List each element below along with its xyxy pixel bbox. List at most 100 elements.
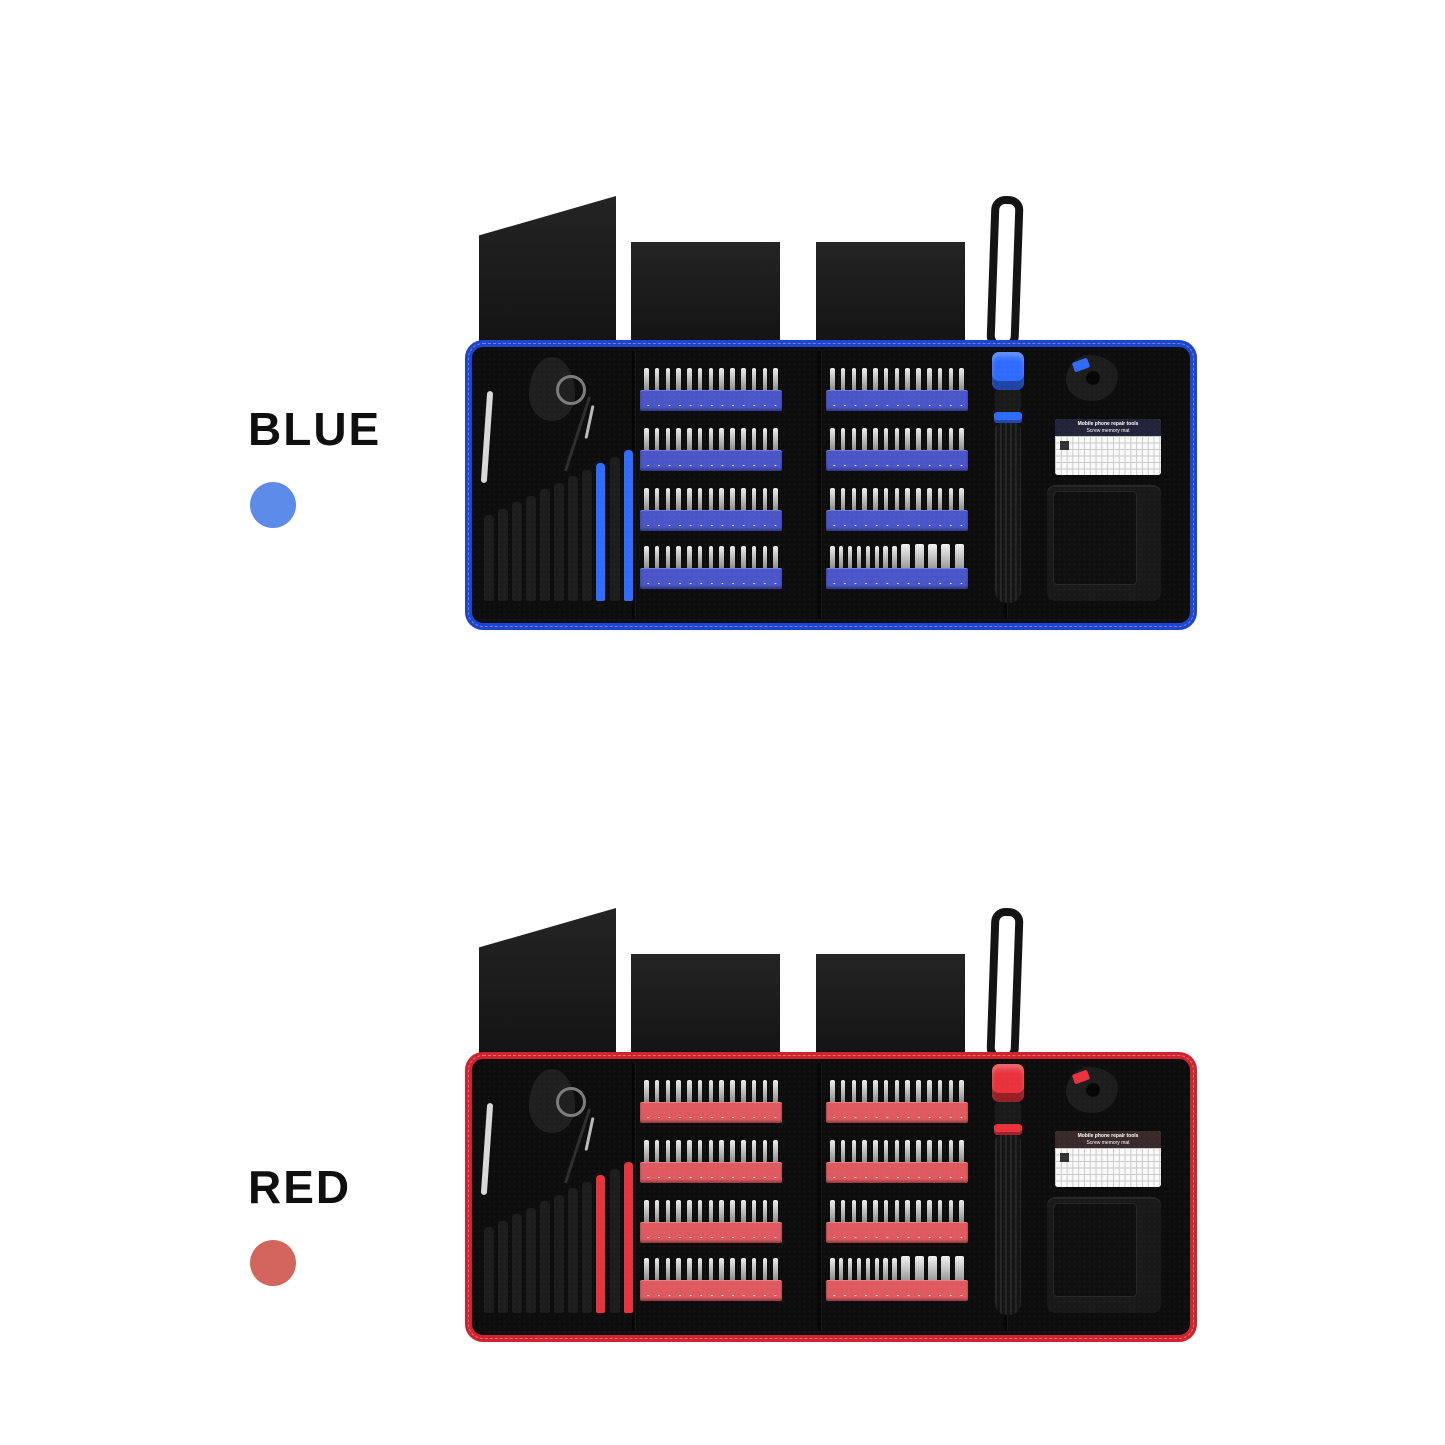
screwdriver-bit: [697, 488, 703, 510]
screwdriver-bit: [894, 428, 900, 450]
bit-holder-strip: [826, 1222, 968, 1243]
pry-tool: [498, 508, 507, 601]
screwdriver-bit: [708, 1200, 714, 1222]
screwdriver-bit: [927, 1080, 932, 1102]
screwdriver-bit: [697, 546, 703, 568]
screwdriver-bit: [644, 1258, 649, 1280]
screwdriver-bit: [830, 368, 835, 390]
screwdriver-bit: [937, 428, 943, 450]
screwdriver-bit: [687, 1080, 692, 1102]
screwdriver-bit: [676, 368, 681, 390]
screwdriver-bit: [762, 1258, 768, 1280]
bit-holder-strip: [826, 510, 968, 531]
screwdriver-bit: [905, 1140, 910, 1162]
screwdriver-bit: [708, 546, 714, 568]
tool-case: Mobile phone repair tools Screw memory m…: [465, 1052, 1197, 1342]
pry-tool: [624, 450, 633, 601]
bit-strip-row: [826, 486, 968, 532]
pry-tool: [526, 1207, 535, 1313]
screwdriver-bit: [665, 546, 671, 568]
screwdriver-bit: [654, 1140, 660, 1162]
screwdriver-bit: [927, 1140, 932, 1162]
screwdriver-bit: [851, 488, 857, 510]
screwdriver-bit: [676, 1200, 681, 1222]
bit-holder-strip: [640, 1280, 782, 1301]
screwdriver-bit: [892, 546, 897, 568]
screwdriver-bit: [862, 1140, 867, 1162]
screwdriver-bit: [697, 1258, 703, 1280]
screwdriver-bit: [773, 1200, 778, 1222]
screwdriver-bit: [894, 1140, 900, 1162]
screwdriver-bit: [730, 488, 735, 510]
sim-eject-ring: [556, 375, 586, 405]
tool-kit-blue: Mobile phone repair tools Screw memory m…: [465, 195, 1197, 632]
screwdriver-bit: [927, 368, 932, 390]
pry-tool: [512, 502, 521, 601]
screwdriver-bit: [697, 1140, 703, 1162]
variant-label: RED: [248, 1161, 352, 1213]
screwdriver-bit: [873, 488, 878, 510]
screwdriver-bit: [937, 368, 943, 390]
bit-holder-strip: [826, 450, 968, 471]
bit-holder-strip: [640, 1102, 782, 1123]
screwdriver-bit: [730, 1080, 735, 1102]
memory-mat-subtitle: Screw memory mat: [1086, 427, 1130, 434]
pry-tool: [610, 1168, 619, 1313]
bit-panel-right: [826, 347, 968, 623]
screwdriver-bit: [883, 368, 889, 390]
screwdriver-cap: [992, 1064, 1024, 1102]
pry-tool: [484, 515, 493, 601]
screwdriver-bit: [856, 546, 862, 568]
screwdriver-bit: [927, 1200, 932, 1222]
screwdriver-bit: [676, 488, 681, 510]
screwdriver-bit: [719, 1080, 724, 1102]
screwdriver-bit: [687, 1140, 692, 1162]
screwdriver-bit: [916, 1140, 921, 1162]
screwdriver-bit: [840, 368, 846, 390]
bit-strip-row: [640, 486, 782, 532]
screwdriver-bit: [916, 1080, 921, 1102]
screwdriver-bit: [927, 488, 932, 510]
variant-blue: BLUE: [0, 0, 1445, 715]
pry-tool: [568, 476, 577, 601]
screwdriver-bit: [851, 368, 857, 390]
fold-seam: [632, 1063, 635, 1331]
screwdriver-bit: [687, 368, 692, 390]
screwdriver-bit: [948, 488, 954, 510]
screw-memory-mat: Mobile phone repair tools Screw memory m…: [1055, 419, 1161, 475]
color-swatch: [250, 1240, 296, 1286]
screwdriver-bit: [883, 488, 889, 510]
screwdriver-bit: [883, 1258, 888, 1280]
bit-panel-left: [640, 1059, 782, 1335]
screwdriver-bit: [830, 1200, 835, 1222]
variant-red-label-block: RED: [248, 1160, 351, 1286]
memory-mat-square: [1060, 1153, 1069, 1162]
screwdriver-bit: [773, 488, 778, 510]
screwdriver-handle: [995, 423, 1021, 603]
screwdriver-bit: [851, 428, 857, 450]
bit-holder-strip: [640, 568, 782, 589]
case-interior: Mobile phone repair tools Screw memory m…: [472, 1059, 1190, 1335]
storage-pocket: [1047, 485, 1161, 601]
screwdriver-bit: [719, 1258, 724, 1280]
screwdriver-bit: [687, 488, 692, 510]
screwdriver-bit: [862, 488, 867, 510]
screwdriver-bit: [873, 1080, 878, 1102]
screwdriver-bit: [644, 1140, 649, 1162]
screwdriver-bit: [654, 546, 660, 568]
velcro-strap-roll: [1066, 1067, 1118, 1113]
screwdriver-bit: [773, 368, 778, 390]
screwdriver-bit: [851, 1140, 857, 1162]
pry-tool: [582, 469, 591, 601]
screwdriver-bit: [697, 368, 703, 390]
bit-strip-row: [826, 1138, 968, 1184]
screwdriver-bit: [762, 428, 768, 450]
screwdriver-bit: [840, 1080, 846, 1102]
screwdriver-bit: [830, 428, 835, 450]
screwdriver-bit: [948, 368, 954, 390]
bit-panel-left: [640, 347, 782, 623]
screwdriver-bit: [830, 1140, 835, 1162]
screwdriver-bit: [840, 488, 846, 510]
pry-tool: [526, 495, 535, 601]
tool-case: Mobile phone repair tools Screw memory m…: [465, 340, 1197, 630]
